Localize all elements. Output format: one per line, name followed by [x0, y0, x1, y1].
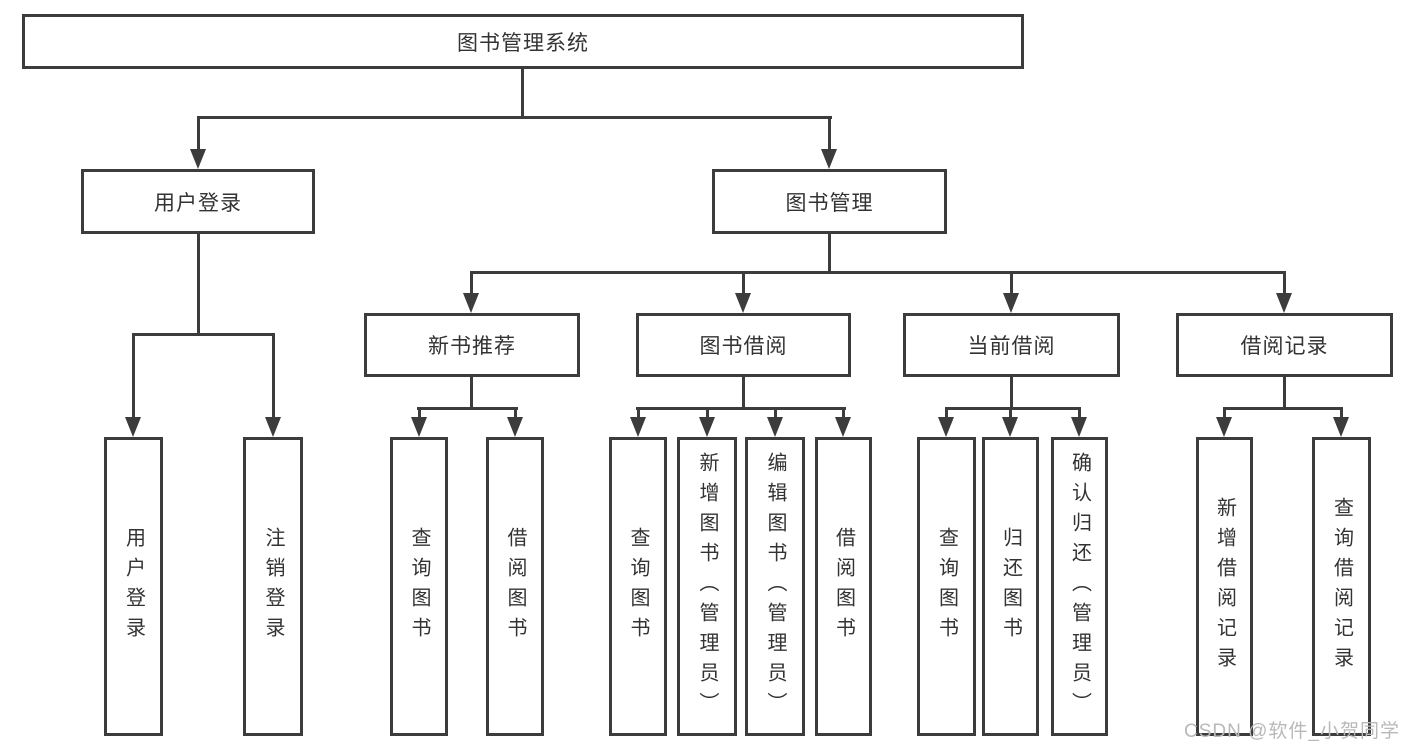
node-leaf-user-login: 用户登录 — [104, 437, 163, 736]
connector-line — [470, 271, 473, 295]
down-arrow-icon — [1002, 417, 1018, 437]
down-arrow-icon — [835, 417, 851, 437]
connector-line — [521, 69, 524, 117]
connector-line — [636, 407, 846, 410]
connector-line — [828, 116, 831, 152]
connector-line — [1009, 407, 1012, 419]
connector-line — [774, 407, 777, 419]
connector-line — [742, 376, 745, 409]
connector-line — [197, 116, 200, 152]
down-arrow-icon — [190, 149, 206, 169]
connector-line — [945, 407, 1081, 410]
down-arrow-icon — [1276, 293, 1292, 313]
node-leaf-current-query: 查询图书 — [917, 437, 976, 736]
down-arrow-icon — [507, 417, 523, 437]
connector-line — [514, 407, 517, 419]
down-arrow-icon — [735, 293, 751, 313]
node-user-login: 用户登录 — [81, 169, 315, 234]
connector-line — [418, 407, 421, 419]
node-leaf-current-return: 归还图书 — [982, 437, 1039, 736]
connector-line — [132, 333, 275, 336]
connector-line — [1010, 271, 1013, 295]
connector-line — [470, 271, 1285, 274]
down-arrow-icon — [767, 417, 783, 437]
node-leaf-borrow-edit-admin: 编辑图书（管理员） — [745, 437, 805, 736]
down-arrow-icon — [630, 417, 646, 437]
down-arrow-icon — [821, 149, 837, 169]
connector-line — [1340, 407, 1343, 419]
down-arrow-icon — [1333, 417, 1349, 437]
connector-line — [1010, 376, 1013, 409]
connector-line — [1223, 407, 1343, 410]
node-borrow-record: 借阅记录 — [1176, 313, 1393, 377]
connector-line — [1283, 376, 1286, 409]
node-leaf-current-confirm-admin: 确认归还（管理员） — [1051, 437, 1108, 736]
node-leaf-borrow-query: 查询图书 — [609, 437, 667, 736]
connector-line — [197, 116, 832, 119]
connector-line — [1223, 407, 1226, 419]
down-arrow-icon — [1216, 417, 1232, 437]
node-current-borrow: 当前借阅 — [903, 313, 1120, 377]
down-arrow-icon — [463, 293, 479, 313]
connector-line — [842, 407, 845, 419]
node-leaf-newbook-borrow: 借阅图书 — [486, 437, 544, 736]
node-book-borrow: 图书借阅 — [636, 313, 851, 377]
connector-line — [742, 271, 745, 295]
down-arrow-icon — [125, 417, 141, 437]
connector-line — [1283, 271, 1286, 295]
node-book-management: 图书管理 — [712, 169, 947, 234]
connector-line — [197, 234, 200, 336]
down-arrow-icon — [938, 417, 954, 437]
connector-line — [1078, 407, 1081, 419]
node-leaf-logout: 注销登录 — [243, 437, 303, 736]
down-arrow-icon — [1003, 293, 1019, 313]
down-arrow-icon — [411, 417, 427, 437]
connector-line — [132, 333, 135, 419]
down-arrow-icon — [1071, 417, 1087, 437]
node-new-book-recommend: 新书推荐 — [364, 313, 580, 377]
down-arrow-icon — [699, 417, 715, 437]
node-leaf-borrow-add-admin: 新增图书（管理员） — [677, 437, 737, 736]
node-leaf-record-add: 新增借阅记录 — [1196, 437, 1253, 736]
node-leaf-record-query: 查询借阅记录 — [1312, 437, 1371, 736]
node-leaf-newbook-query: 查询图书 — [390, 437, 448, 736]
node-leaf-borrow-borrow: 借阅图书 — [815, 437, 872, 736]
watermark-text: CSDN @软件_小贺同学 — [1184, 721, 1400, 742]
down-arrow-icon — [265, 417, 281, 437]
connector-line — [706, 407, 709, 419]
node-root: 图书管理系统 — [22, 14, 1024, 69]
connector-line — [945, 407, 948, 419]
connector-line — [828, 234, 831, 273]
connector-line — [272, 333, 275, 419]
connector-line — [470, 376, 473, 409]
connector-line — [417, 407, 518, 410]
connector-line — [637, 407, 640, 419]
